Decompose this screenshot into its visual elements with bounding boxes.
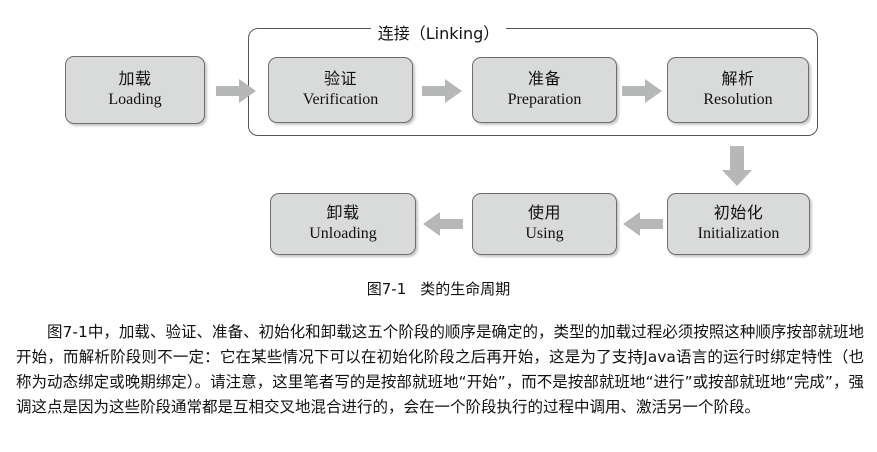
node-using[interactable]: 使用 Using — [472, 193, 617, 255]
node-resolution-en: Resolution — [703, 91, 773, 108]
node-verification-cn: 验证 — [323, 69, 357, 89]
linking-group-box — [248, 28, 818, 136]
node-unloading[interactable]: 卸载 Unloading — [270, 193, 416, 255]
node-resolution[interactable]: 解析 Resolution — [667, 57, 809, 123]
figure-number: 图7-1 — [366, 280, 407, 298]
arrow-resolution-to-initialization — [722, 146, 752, 186]
node-preparation-en: Preparation — [507, 91, 582, 108]
arrow-loading-to-verification — [216, 79, 256, 103]
node-loading[interactable]: 加载 Loading — [65, 56, 205, 124]
node-initialization-en: Initialization — [697, 225, 780, 242]
node-initialization[interactable]: 初始化 Initialization — [667, 193, 810, 255]
node-loading-en: Loading — [108, 91, 162, 108]
figure-caption: 图7-1 类的生命周期 — [0, 278, 877, 299]
arrow-initialization-to-using — [623, 212, 663, 236]
node-unloading-en: Unloading — [309, 225, 377, 242]
arrow-preparation-to-resolution — [622, 79, 662, 103]
body-paragraph: 图7-1中，加载、验证、准备、初始化和卸载这五个阶段的顺序是确定的，类型的加载过… — [16, 323, 864, 416]
node-resolution-cn: 解析 — [721, 69, 755, 89]
figure-title: 类的生命周期 — [420, 280, 511, 298]
node-preparation-cn: 准备 — [527, 69, 561, 89]
node-unloading-cn: 卸载 — [326, 203, 360, 223]
arrow-using-to-unloading — [423, 212, 463, 236]
node-verification[interactable]: 验证 Verification — [268, 57, 413, 123]
node-using-cn: 使用 — [527, 203, 561, 223]
node-using-en: Using — [525, 225, 564, 242]
node-initialization-cn: 初始化 — [713, 203, 764, 223]
arrow-verification-to-preparation — [422, 79, 462, 103]
class-lifecycle-diagram: 连接（Linking） 加载 Loading 验证 Verification 准… — [0, 24, 877, 299]
node-preparation[interactable]: 准备 Preparation — [472, 57, 617, 123]
node-verification-en: Verification — [302, 91, 379, 108]
node-loading-cn: 加载 — [118, 69, 152, 89]
